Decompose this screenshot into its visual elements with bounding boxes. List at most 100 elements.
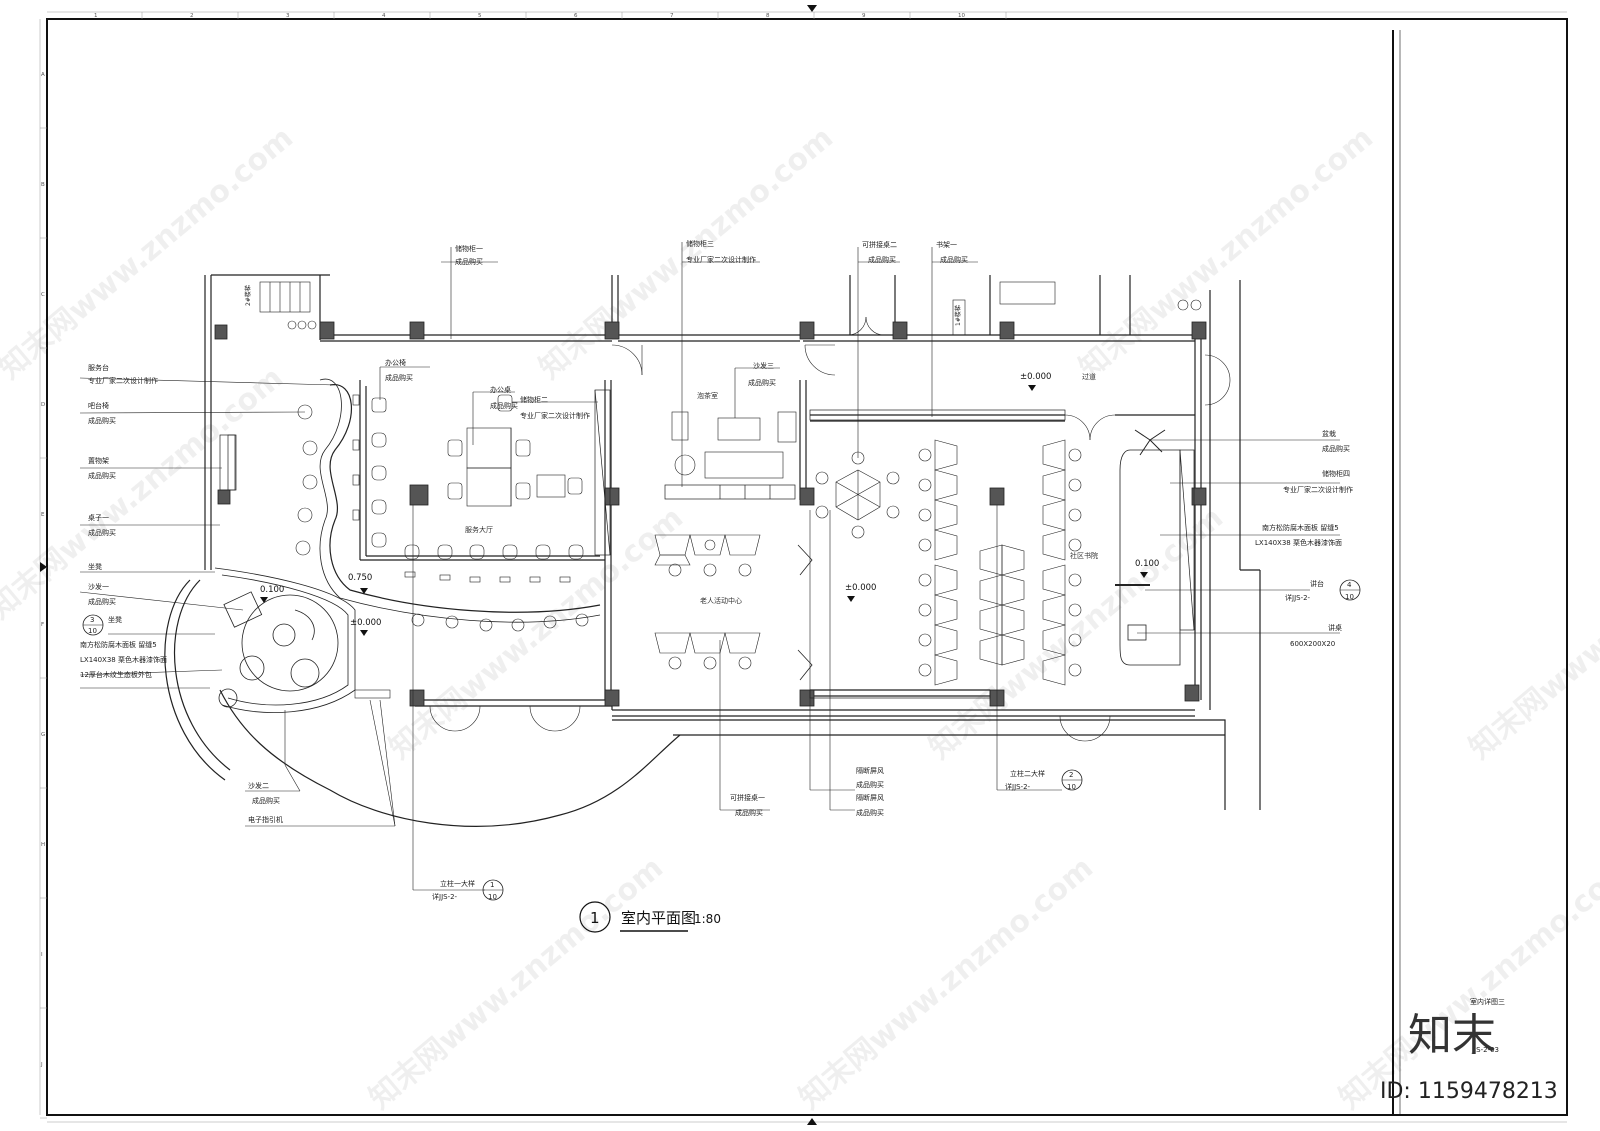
drawing-frame — [46, 18, 1568, 1116]
library-chair — [1068, 573, 1082, 587]
grid-label-left: D — [41, 402, 45, 408]
label-table-1-note: 成品购买 — [88, 528, 116, 537]
library-desk — [1001, 604, 1025, 636]
detail-3-num: 3 — [90, 616, 94, 624]
label-wood-finish-right: LX140X38 栗色木器漆饰面 — [1255, 538, 1342, 547]
library-chair — [918, 603, 932, 617]
library-desk — [979, 574, 1003, 606]
grid-label-top: 10 — [958, 13, 965, 19]
grid-label-top: 8 — [766, 13, 770, 19]
label-storage-4-note: 专业厂家二次设计制作 — [1283, 485, 1353, 494]
left-label-group: 服务台 专业厂家二次设计制作 吧台椅 成品购买 置物架 成品购买 桌子一 成品购… — [80, 363, 167, 679]
label-table-2-note: 成品购买 — [868, 255, 896, 264]
library-desk — [934, 439, 958, 471]
label-table-1b-note: 成品购买 — [735, 808, 763, 817]
lounge-seating — [214, 567, 356, 713]
grid-label-left: A — [41, 72, 45, 78]
level-markers — [260, 385, 1148, 636]
callout-2-sheet: 10 — [1067, 783, 1076, 791]
label-storage-3: 储物柜三 — [686, 239, 714, 248]
library-chair — [918, 508, 932, 522]
watermark-text: 知末网www.znzmo.com — [793, 850, 1100, 1116]
label-sofa-1: 沙发一 — [88, 582, 109, 591]
level-lounge: 0.100 — [260, 585, 284, 595]
library-desk — [1042, 499, 1066, 531]
grid-label-left: I — [41, 952, 43, 958]
library-desk — [1042, 654, 1066, 686]
label-bench-2: 坐凳 — [108, 615, 122, 624]
library-desk — [934, 594, 958, 626]
callout-1-ref: 详JJS-2- — [432, 892, 458, 901]
structural-columns — [214, 321, 1207, 707]
doors — [429, 316, 1231, 742]
library-desk — [1042, 439, 1066, 471]
grid-label-left: F — [41, 622, 44, 628]
label-sofa-1-note: 成品购买 — [88, 597, 116, 606]
library-chair — [918, 478, 932, 492]
level-hall: ±0.000 — [350, 618, 381, 628]
bottom-label-group: 沙发二 成品购买 电子指引机 可拼接桌一 成品购买 隔断屏风 成品购买 隔断屏风… — [248, 766, 884, 824]
detail-callout-2: 立柱二大样 详JJS-2- 2 10 — [1005, 769, 1083, 791]
room-elderly-center: 老人活动中心 — [700, 596, 742, 605]
library-desk — [1042, 529, 1066, 561]
grid-label-left: B — [41, 182, 45, 188]
label-sofa-2-note: 成品购买 — [252, 796, 280, 805]
label-lectern-size: 600X200X20 — [1290, 640, 1335, 648]
level-center: ±0.000 — [845, 583, 876, 593]
watermark-text: 知末网www.znzmo.com — [1463, 500, 1600, 766]
library-desk — [1001, 544, 1025, 576]
library-chair — [1068, 663, 1082, 677]
library-chair — [1068, 538, 1082, 552]
label-bench: 坐凳 — [88, 562, 102, 571]
label-sofa-3: 沙发三 — [753, 361, 774, 370]
label-office-desk-note: 成品购买 — [490, 401, 518, 410]
label-eco-board: 12厚台木纹生态板外包 — [80, 670, 152, 679]
activity-tables — [654, 534, 761, 670]
round-table — [815, 451, 900, 539]
screen-partitions — [797, 544, 813, 681]
library-desk — [1042, 469, 1066, 501]
callout-1-num: 1 — [490, 881, 494, 889]
label-storage-4: 储物柜四 — [1322, 469, 1350, 478]
library-chair — [918, 573, 932, 587]
label-pine-panel-right: 南方松防腐木面板 留缝5 — [1262, 523, 1339, 532]
label-screen-1-note: 成品购买 — [856, 780, 884, 789]
label-office-chair: 办公椅 — [385, 358, 406, 367]
library-desk — [979, 544, 1003, 576]
label-storage-1: 储物柜一 — [455, 244, 483, 253]
label-table-1b: 可拼接桌一 — [730, 793, 765, 802]
grid-label-left: G — [41, 732, 45, 738]
library-desk — [1001, 634, 1025, 666]
library-chair — [918, 538, 932, 552]
sheet-label: 室内详图三 — [1470, 997, 1505, 1006]
grid-label-left: C — [41, 292, 45, 298]
label-storage-1-note: 成品购买 — [455, 257, 483, 266]
library-desk — [1042, 564, 1066, 596]
watermark-group: 知末网www.znzmo.com 知末网www.znzmo.com 知末网www… — [0, 120, 1600, 1116]
drawing-scale: 1:80 — [694, 912, 721, 926]
label-podium-ref: 详JJS-2- — [1285, 593, 1311, 602]
label-storage-2: 储物柜二 — [520, 395, 548, 404]
grid-label-top: 2 — [190, 13, 194, 19]
image-id: ID: 1159478213 — [1380, 1079, 1558, 1104]
callout-2-ref: 详JJS-2- — [1005, 782, 1031, 791]
label-bar-stool-note: 成品购买 — [88, 416, 116, 425]
library-desk — [979, 634, 1003, 666]
grid-label-left: H — [41, 842, 45, 848]
library-desk — [934, 564, 958, 596]
label-plant: 盆栽 — [1322, 429, 1336, 438]
room-tea: 泡茶室 — [697, 391, 718, 400]
library-chair — [1068, 478, 1082, 492]
label-shelf-note: 成品购买 — [88, 471, 116, 480]
label-podium: 讲台 — [1310, 579, 1324, 588]
brand-logo: 知末 — [1408, 1010, 1496, 1061]
library-desk — [934, 624, 958, 656]
right-label-group: 盆栽 成品购买 储物柜四 专业厂家二次设计制作 南方松防腐木面板 留缝5 LX1… — [1255, 429, 1361, 648]
label-office-desk: 办公桌 — [490, 385, 511, 394]
side-mark — [40, 562, 47, 572]
library-chair — [918, 633, 932, 647]
room-corridor: 过道 — [1082, 372, 1096, 381]
service-counter — [329, 384, 601, 613]
library-desk — [934, 469, 958, 501]
